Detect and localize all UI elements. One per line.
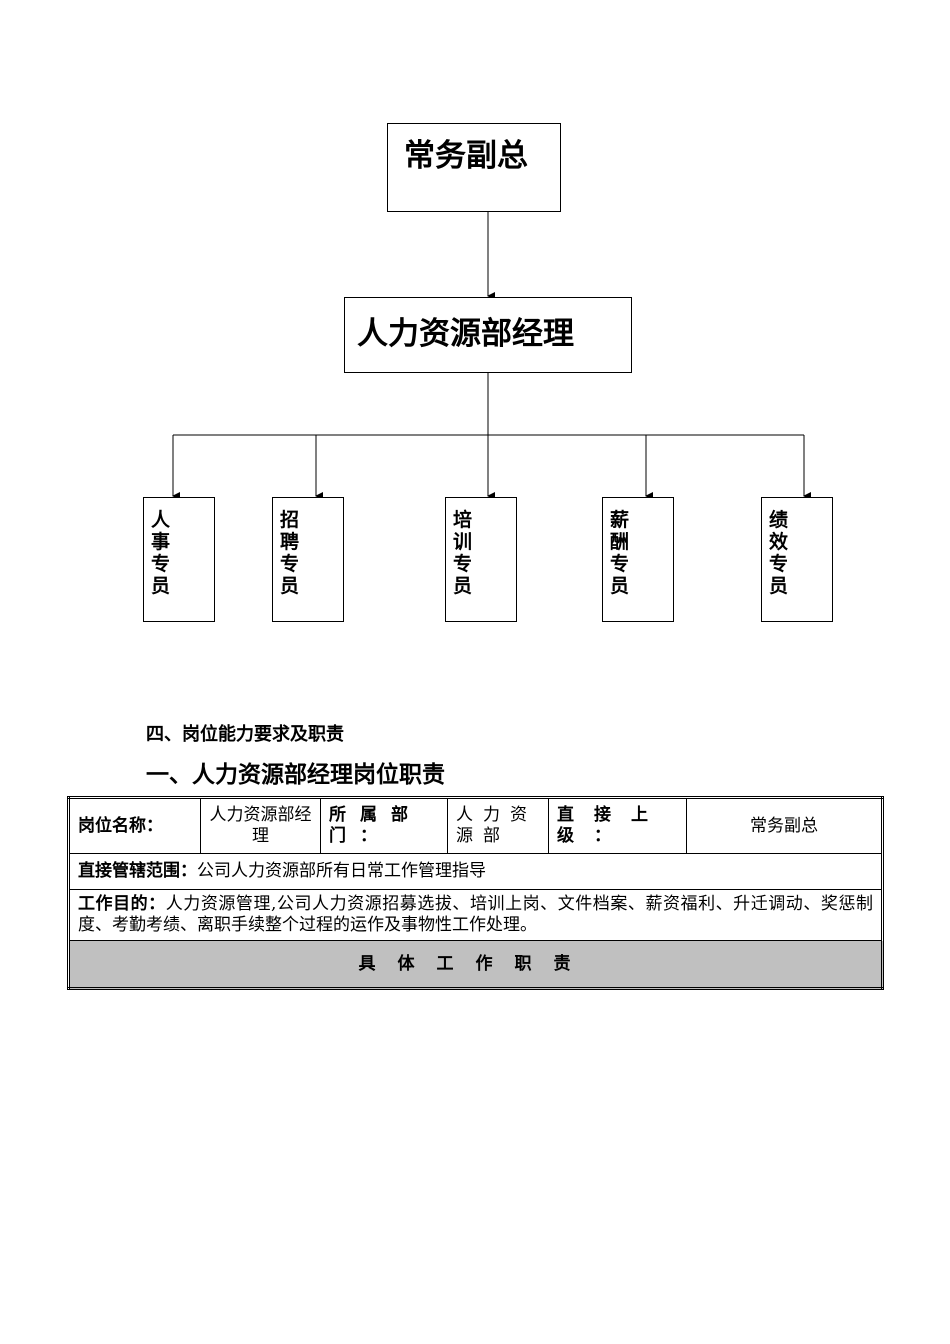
purpose-value: 人力资源管理,公司人力资源招募选拔、培训上岗、文件档案、薪资福利、升迁调动、奖惩… — [78, 894, 873, 935]
org-node-top-label: 常务副总 — [404, 138, 528, 174]
position-name-label: 岗位名称： — [68, 797, 201, 854]
org-node-specialist-label: 人事专员 — [151, 509, 171, 597]
table-row-duties-header: 具体工作职责 — [68, 940, 883, 989]
org-node-specialist-label: 绩效专员 — [769, 509, 789, 597]
department-label: 所属部门： — [320, 797, 448, 854]
org-node-specialist-label: 培训专员 — [453, 509, 473, 597]
scope-value: 公司人力资源部所有日常工作管理指导 — [197, 861, 486, 881]
department-value: 人力资源部 — [447, 797, 549, 854]
org-node-specialist-4: 薪酬专员 — [602, 497, 674, 622]
org-node-top: 常务副总 — [387, 123, 561, 212]
superior-label: 直接上级： — [548, 797, 687, 854]
table-row-basic-info: 岗位名称： 人力资源部经理 所属部门： 人力资源部 直接上级： 常务副总 — [68, 797, 883, 854]
duties-header: 具体工作职责 — [68, 940, 883, 989]
table-row-purpose: 工作目的：人力资源管理,公司人力资源招募选拔、培训上岗、文件档案、薪资福利、升迁… — [68, 889, 883, 941]
table-row-scope: 直接管辖范围：公司人力资源部所有日常工作管理指导 — [68, 853, 883, 890]
scope-cell: 直接管辖范围：公司人力资源部所有日常工作管理指导 — [68, 853, 883, 890]
superior-value: 常务副总 — [686, 797, 883, 854]
scope-label: 直接管辖范围： — [78, 861, 197, 881]
org-node-specialist-5: 绩效专员 — [761, 497, 833, 622]
position-title: 一、人力资源部经理岗位职责 — [146, 762, 445, 788]
org-node-specialist-2: 招聘专员 — [272, 497, 344, 622]
org-node-manager-label: 人力资源部经理 — [357, 316, 574, 352]
position-name-value: 人力资源部经理 — [200, 797, 321, 854]
section-heading: 四、岗位能力要求及职责 — [146, 724, 344, 745]
org-node-specialist-label: 薪酬专员 — [610, 509, 630, 597]
org-node-specialist-3: 培训专员 — [445, 497, 517, 622]
org-node-specialist-1: 人事专员 — [143, 497, 215, 622]
org-node-specialist-label: 招聘专员 — [280, 509, 300, 597]
org-chart-connectors — [172, 212, 811, 500]
org-node-manager: 人力资源部经理 — [344, 297, 632, 373]
job-description-table: 岗位名称： 人力资源部经理 所属部门： 人力资源部 直接上级： 常务副总 直接管… — [67, 796, 884, 990]
purpose-cell: 工作目的：人力资源管理,公司人力资源招募选拔、培训上岗、文件档案、薪资福利、升迁… — [68, 889, 883, 941]
purpose-label: 工作目的： — [78, 894, 166, 914]
